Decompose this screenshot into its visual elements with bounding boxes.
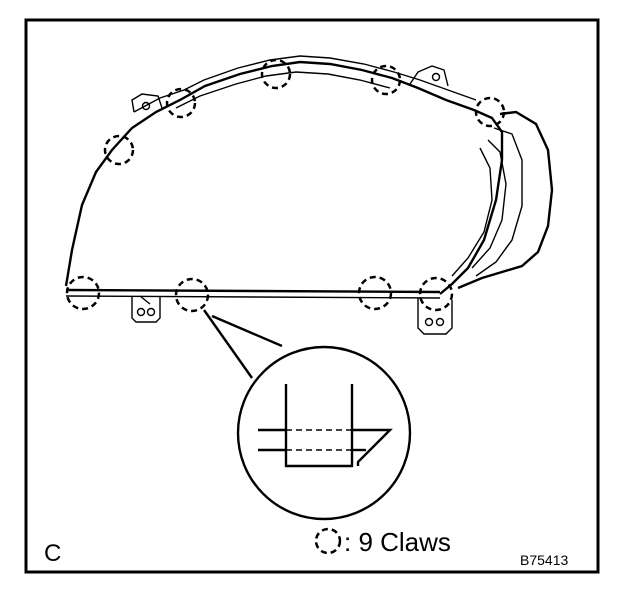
claw-icon [103, 134, 135, 166]
legend: : 9 Claws [314, 527, 451, 557]
figure-code: B75413 [520, 552, 568, 568]
claw-icon [65, 275, 101, 311]
claw-icon [418, 276, 454, 312]
claw-icon [357, 275, 393, 311]
dashed-circle-icon [314, 527, 342, 555]
claw-detail-view [236, 345, 412, 521]
claw-icon [260, 58, 292, 90]
claw-markers [65, 58, 506, 313]
claw-icon [474, 96, 506, 128]
view-label: C [44, 540, 61, 567]
claw-icon [165, 87, 197, 119]
claw-icon [370, 64, 402, 96]
claw-icon [174, 277, 210, 313]
legend-text: : 9 Claws [344, 527, 451, 557]
detail-callout-pointer [203, 309, 283, 379]
figure-border [24, 18, 600, 574]
cluster-housing [64, 55, 554, 335]
